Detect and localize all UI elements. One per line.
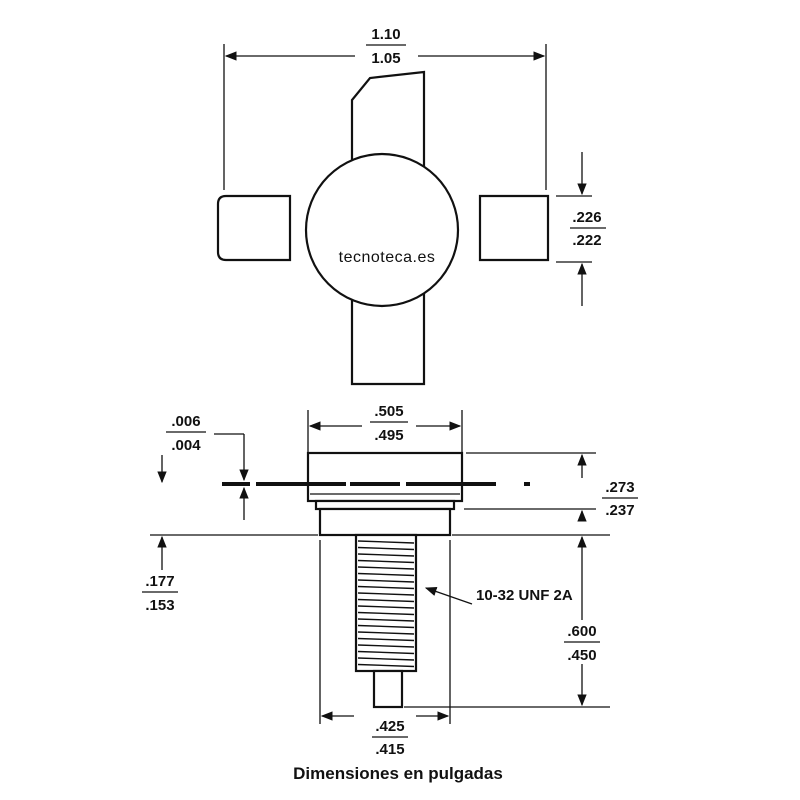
hex-min-label: .415 <box>375 741 404 758</box>
thread-line <box>357 624 415 629</box>
thread-line <box>357 650 415 655</box>
top-view: 1.10 1.05 tecnoteca.es .226 .222 <box>216 26 606 386</box>
stud-tip <box>372 669 404 709</box>
body-height-max-label: .273 <box>605 479 634 496</box>
package-body-circle <box>304 152 460 308</box>
flange-rim <box>314 499 456 511</box>
watermark-text: tecnoteca.es <box>339 249 436 266</box>
thread-line <box>357 611 415 616</box>
caption-text: Dimensiones en pulgadas <box>293 764 503 783</box>
thread-line <box>357 644 415 648</box>
thread-line <box>357 540 415 544</box>
thread-spec-label: 10-32 UNF 2A <box>476 587 573 604</box>
thread-line <box>357 566 415 570</box>
thread-line <box>357 618 415 622</box>
hex-max-label: .425 <box>375 718 404 735</box>
thread-line <box>357 598 415 603</box>
thread-line <box>357 579 415 583</box>
flange-max-label: .505 <box>374 403 403 420</box>
seat-min-label: .153 <box>145 597 174 614</box>
thread-line <box>357 637 415 642</box>
thread-line <box>357 559 415 564</box>
thread-leader-arrow <box>424 587 473 605</box>
thread-line <box>357 553 415 557</box>
thread-line <box>357 657 415 661</box>
stud-threads <box>357 540 415 668</box>
lead-thk-min-label: .004 <box>171 437 201 454</box>
thread-line <box>357 592 415 596</box>
thread-line <box>357 585 415 590</box>
lead-left <box>216 194 292 262</box>
width-max-label: 1.10 <box>371 26 400 43</box>
body-height-min-label: .237 <box>605 502 634 519</box>
lead-thk-max-label: .006 <box>171 413 200 430</box>
lead-right <box>478 194 550 262</box>
stud-max-label: .600 <box>567 623 596 640</box>
thread-line <box>357 605 415 609</box>
lead-width-min-label: .222 <box>572 232 601 249</box>
lead-width-max-label: .226 <box>572 209 601 226</box>
width-min-label: 1.05 <box>371 50 400 67</box>
thread-line <box>357 546 415 551</box>
side-view: .505 .495 .006 .004 .273 .237 .177 .153 <box>142 403 638 758</box>
threaded-stud <box>354 533 418 673</box>
seat-max-label: .177 <box>145 573 174 590</box>
stud-min-label: .450 <box>567 647 596 664</box>
thread-line <box>357 663 415 668</box>
thread-line <box>357 572 415 577</box>
flange-min-label: .495 <box>374 427 403 444</box>
hex-nut <box>318 507 452 537</box>
thread-line <box>357 631 415 635</box>
